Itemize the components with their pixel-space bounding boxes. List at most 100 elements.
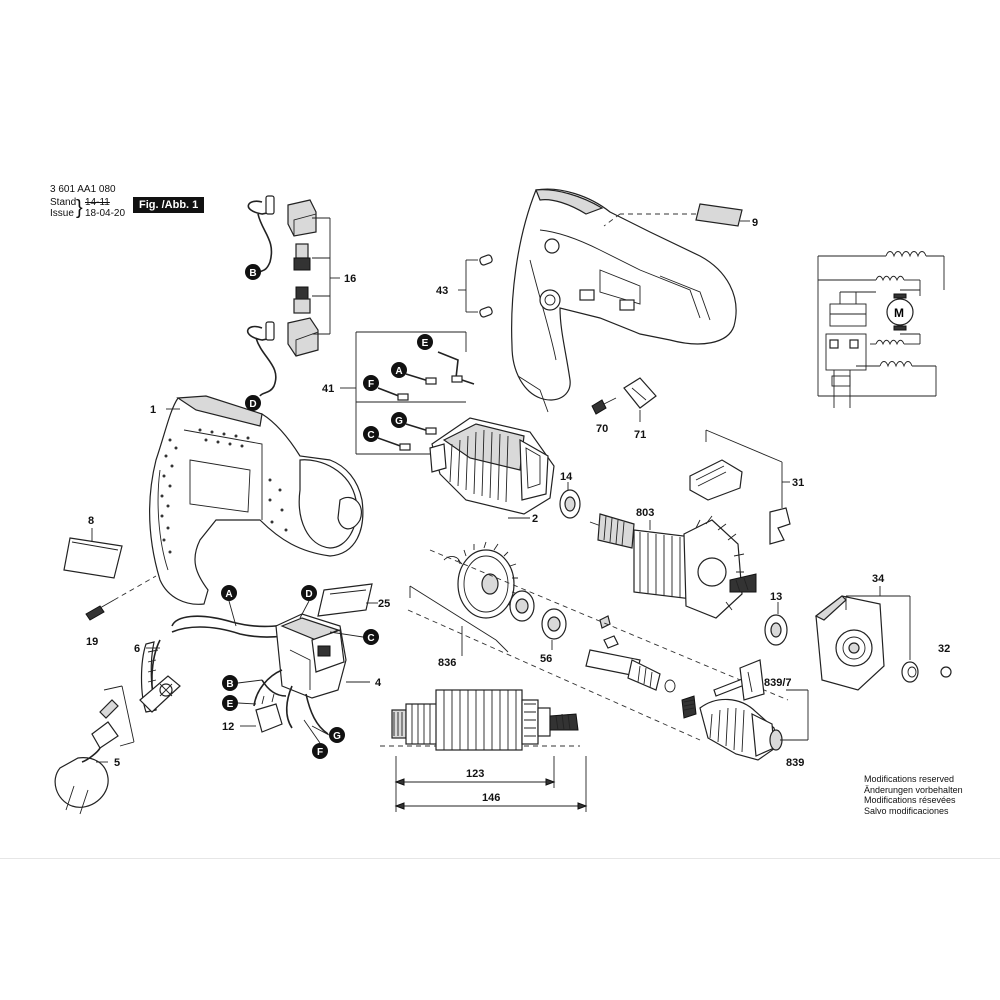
suppressor-12	[255, 693, 283, 733]
drill-chuck-839	[699, 698, 783, 761]
part-label-836: 836	[438, 657, 456, 669]
plug-5	[54, 699, 119, 815]
callout-e-lower-text: E	[227, 699, 234, 710]
bearing-13	[764, 614, 788, 646]
cover-plate-25	[317, 583, 373, 617]
stand-value: 14-11	[85, 197, 110, 208]
part-label-1: 1	[150, 404, 156, 416]
slide-button-31	[689, 459, 743, 501]
bracket-34	[845, 586, 911, 660]
part-label-2: 2	[532, 513, 538, 525]
part-label-14: 14	[560, 471, 573, 483]
bracket-31	[705, 429, 790, 508]
motor-symbol-letter: M	[894, 306, 904, 320]
callout-d-lower-text: D	[305, 589, 312, 600]
part-label-25: 25	[378, 598, 390, 610]
callout-d-upper: D	[245, 395, 261, 411]
callout-b-upper: B	[245, 264, 261, 280]
note-de: Änderungen vorbehalten	[864, 784, 963, 795]
part-label-71: 71	[634, 429, 646, 441]
part-label-19: 19	[86, 636, 98, 648]
label-9	[603, 203, 743, 227]
part-label-41: 41	[322, 383, 334, 395]
callout-c-lower-text: C	[367, 633, 374, 644]
callout-e-upper-text: E	[422, 338, 429, 349]
part-label-43: 43	[436, 285, 448, 297]
callout-d-lower: D	[301, 585, 317, 601]
brush-wire-d	[246, 321, 277, 397]
callout-a-lower: A	[221, 585, 237, 601]
gear-housing-34	[814, 595, 885, 691]
callout-e-upper: E	[417, 334, 433, 350]
document-number: 3 601 AA1 080	[50, 184, 116, 195]
strain-relief	[139, 675, 181, 713]
ring-spring	[664, 679, 697, 719]
brush-wire-b	[247, 195, 275, 273]
terminal-lead-e	[437, 351, 475, 385]
bracket-43	[458, 259, 478, 313]
armature-803	[589, 513, 757, 619]
terminal-lead-c	[377, 437, 411, 451]
figure-badge: Fig. /Abb. 1	[133, 197, 205, 213]
issue-label: Issue	[50, 208, 74, 219]
callout-c-lower: C	[363, 629, 379, 645]
callout-f-upper: F	[363, 375, 379, 391]
callout-g-upper: G	[391, 412, 407, 428]
bracket-16	[312, 217, 340, 335]
note-fr: Modifications résevées	[864, 795, 956, 805]
terminal-lead-g	[405, 423, 437, 435]
grip-texture	[160, 428, 288, 554]
note-es: Salvo modificaciones	[864, 805, 949, 816]
part-label-8: 8	[88, 515, 94, 527]
circlip	[443, 556, 461, 565]
callout-f-lower: F	[312, 743, 328, 759]
page-divider	[0, 858, 1000, 859]
modification-notes: Modifications reserved Änderungen vorbeh…	[864, 774, 963, 816]
callout-c-upper: C	[363, 426, 379, 442]
part-label-70: 70	[596, 423, 608, 435]
callout-f-upper-text: F	[368, 379, 374, 390]
part-label-803: 803	[636, 507, 654, 519]
callout-a-upper-text: A	[395, 366, 402, 377]
housing-half-43	[511, 188, 737, 413]
dimension-label-123: 123	[466, 768, 484, 780]
dash-guides-gear	[407, 549, 789, 741]
bearing-836	[509, 590, 535, 622]
type-plate-8	[63, 537, 123, 579]
brace-glyph: }	[76, 197, 83, 219]
callout-f-lower-text: F	[317, 747, 323, 758]
dimension-146	[394, 756, 588, 812]
callout-g-upper-text: G	[395, 416, 403, 427]
spindle	[585, 615, 661, 691]
terminal-lead-f	[377, 387, 409, 401]
screw-70	[591, 397, 617, 415]
switch-wires	[253, 669, 329, 735]
bearing-14	[559, 489, 581, 519]
part-label-16: 16	[344, 273, 356, 285]
callout-b-lower-text: B	[226, 679, 233, 690]
brush-holder-upper	[287, 199, 317, 237]
part-label-839-7: 839/7	[764, 677, 792, 689]
stand-label: Stand	[50, 197, 77, 208]
note-en: Modifications reserved	[864, 774, 955, 784]
callout-a-lower-text: A	[225, 589, 232, 600]
part-label-9: 9	[752, 217, 758, 229]
callout-a-upper: A	[391, 362, 407, 378]
bracket-839	[780, 689, 809, 741]
wiring-schematic	[817, 251, 945, 408]
part-label-5: 5	[114, 757, 120, 769]
part-label-32: 32	[938, 643, 950, 655]
carbon-brush-lower	[293, 286, 311, 314]
callout-e-lower: E	[222, 695, 238, 711]
spring-plate	[769, 507, 791, 545]
part-label-6: 6	[134, 643, 140, 655]
callout-g-lower: G	[329, 727, 345, 743]
callout-b-upper-text: B	[249, 268, 256, 279]
part-label-56: 56	[540, 653, 552, 665]
switch-4	[275, 613, 347, 699]
terminal-lead-a	[405, 373, 437, 385]
dimension-123	[394, 756, 556, 788]
armature-side-view	[380, 689, 580, 751]
part-label-34: 34	[872, 573, 885, 585]
screw-19	[85, 575, 157, 621]
